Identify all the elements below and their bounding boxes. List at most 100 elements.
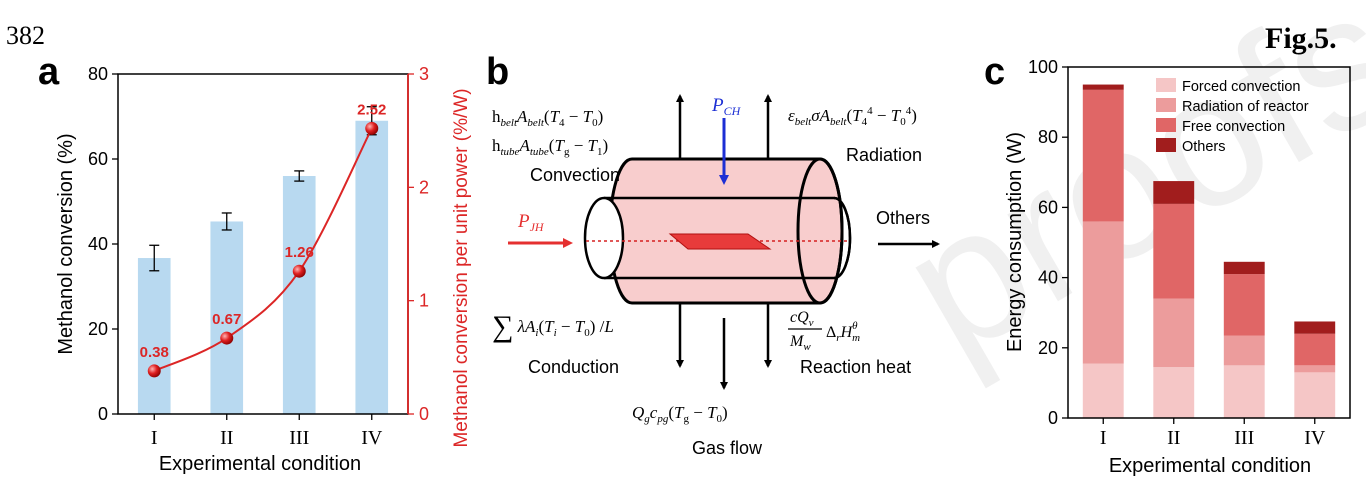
x-tick-label-II: II [220,427,233,449]
stack-free-convection-II [1153,203,1195,299]
x-tick-label-II: II [1167,427,1180,449]
legend-swatch [1156,118,1176,132]
radiation-formula: εbeltσAbelt(T44 − T04) [788,105,917,128]
panel-b-label: b [486,51,509,93]
convection-label: Convection [530,165,620,185]
panel-c-ylabel: Energy consumption (W) [1004,132,1026,352]
panel-c-bars [1082,84,1336,418]
y-right-tick-label: 0 [419,404,429,424]
inner-tube-left-end [583,196,625,280]
bar-III [282,176,316,414]
legend-item-others: Others [1156,138,1226,155]
inner-tube-right-end [833,196,852,280]
data-label-I: 0.38 [140,344,169,361]
legend-label: Forced convection [1182,79,1300,95]
x-tick-label-IV: IV [361,427,383,449]
conduction-label: Conduction [528,357,619,377]
svg-text:Mw: Mw [789,333,811,353]
y-tick-label: 0 [98,404,108,424]
panel-a-xlabel: Experimental condition [159,453,361,475]
panel-a-ylabel: Methanol conversion (%) [55,133,77,354]
reaction-heat-formula: cQv Mw ΔrHmθ [788,309,860,353]
radiation-label: Radiation [846,145,922,165]
conversion-per-power-point-I [147,364,161,378]
data-label-IV: 2.52 [357,101,386,118]
legend-item-radiation-of-reactor: Radiation of reactor [1156,98,1309,115]
legend-swatch [1156,78,1176,92]
legend-label: Others [1182,139,1226,155]
legend-swatch [1156,98,1176,112]
x-tick-label-IV: IV [1304,427,1326,449]
y-tick-label: 100 [1028,57,1058,77]
legend-swatch [1156,138,1176,152]
y-tick-label: 40 [1038,268,1058,288]
legend-label: Free convection [1182,119,1285,135]
stack-forced-convection-I [1082,363,1124,418]
legend-item-forced-convection: Forced convection [1156,78,1300,95]
y-tick-label: 0 [1048,408,1058,428]
heating-belt [668,233,772,250]
panel-a-ylabel-right: Methanol conversion per unit power (%/W) [451,88,472,447]
y-tick-label: 20 [1038,338,1058,358]
y-right-tick-label: 1 [419,291,429,311]
reaction-heat-label: Reaction heat [800,357,911,377]
y-tick-label: 60 [1038,197,1058,217]
convection-formula-belt: hbeltAbelt(T4 − T0) [492,107,603,129]
y-tick-label: 20 [88,319,108,339]
others-label: Others [876,208,930,228]
svg-text:cQv: cQv [790,309,814,329]
stack-others-III [1223,261,1265,275]
conversion-per-power-point-III [292,264,306,278]
y-right-tick-label: 2 [419,177,429,197]
data-label-III: 1.26 [285,244,314,261]
stack-radiation-of-reactor-III [1223,335,1265,366]
panel-a-bars [137,106,389,414]
pch-symbol: PCH [711,95,742,118]
bar-IV [355,120,389,414]
x-tick-label-I: I [151,427,158,449]
legend-item-free-convection: Free convection [1156,118,1285,135]
stack-forced-convection-II [1153,367,1195,418]
stack-forced-convection-IV [1294,372,1336,418]
panel-c-label: c [984,51,1005,93]
stack-radiation-of-reactor-I [1082,221,1124,364]
gas-flow-formula: Qgcpg(Tg − T0) [632,403,728,425]
error-bar-II [221,212,232,231]
x-tick-label-III: III [289,427,309,449]
y-right-tick-label: 3 [419,64,429,84]
x-tick-label-III: III [1234,427,1254,449]
y-tick-label: 60 [88,149,108,169]
panel-a-label: a [38,51,60,93]
panel-b: b PCH PJH hbeltAbelt(T4 − T0) htubeAtube… [486,51,940,458]
bar-I [137,258,171,414]
stack-free-convection-III [1223,274,1265,336]
stack-others-IV [1294,321,1336,334]
error-bar-III [294,170,305,182]
legend-label: Radiation of reactor [1182,99,1309,115]
panel-a-line: 0.38 0.67 1.26 2.52 [140,101,386,378]
figure-label: Fig.5. [1265,22,1337,55]
conduction-formula: ∑ λAi(Ti − T0) /L [492,310,614,343]
stack-free-convection-I [1082,89,1124,222]
data-label-II: 0.67 [212,311,241,328]
line-number: 382 [6,21,45,50]
conversion-per-power-point-II [220,331,234,345]
pjh-symbol: PJH [517,211,545,234]
stack-forced-convection-III [1223,365,1265,418]
stack-others-I [1082,84,1124,90]
error-bar-I [149,244,160,272]
svg-text:ΔrHmθ: ΔrHmθ [826,320,860,344]
y-tick-label: 80 [1038,127,1058,147]
gas-flow-label: Gas flow [692,438,763,458]
panel-c-plot-frame [1067,66,1351,419]
y-tick-label: 80 [88,64,108,84]
stack-others-II [1153,181,1195,204]
convection-formula-tube: htubeAtube(Tg − T1) [492,136,608,158]
stack-radiation-of-reactor-IV [1294,365,1336,373]
bar-II [210,221,244,414]
